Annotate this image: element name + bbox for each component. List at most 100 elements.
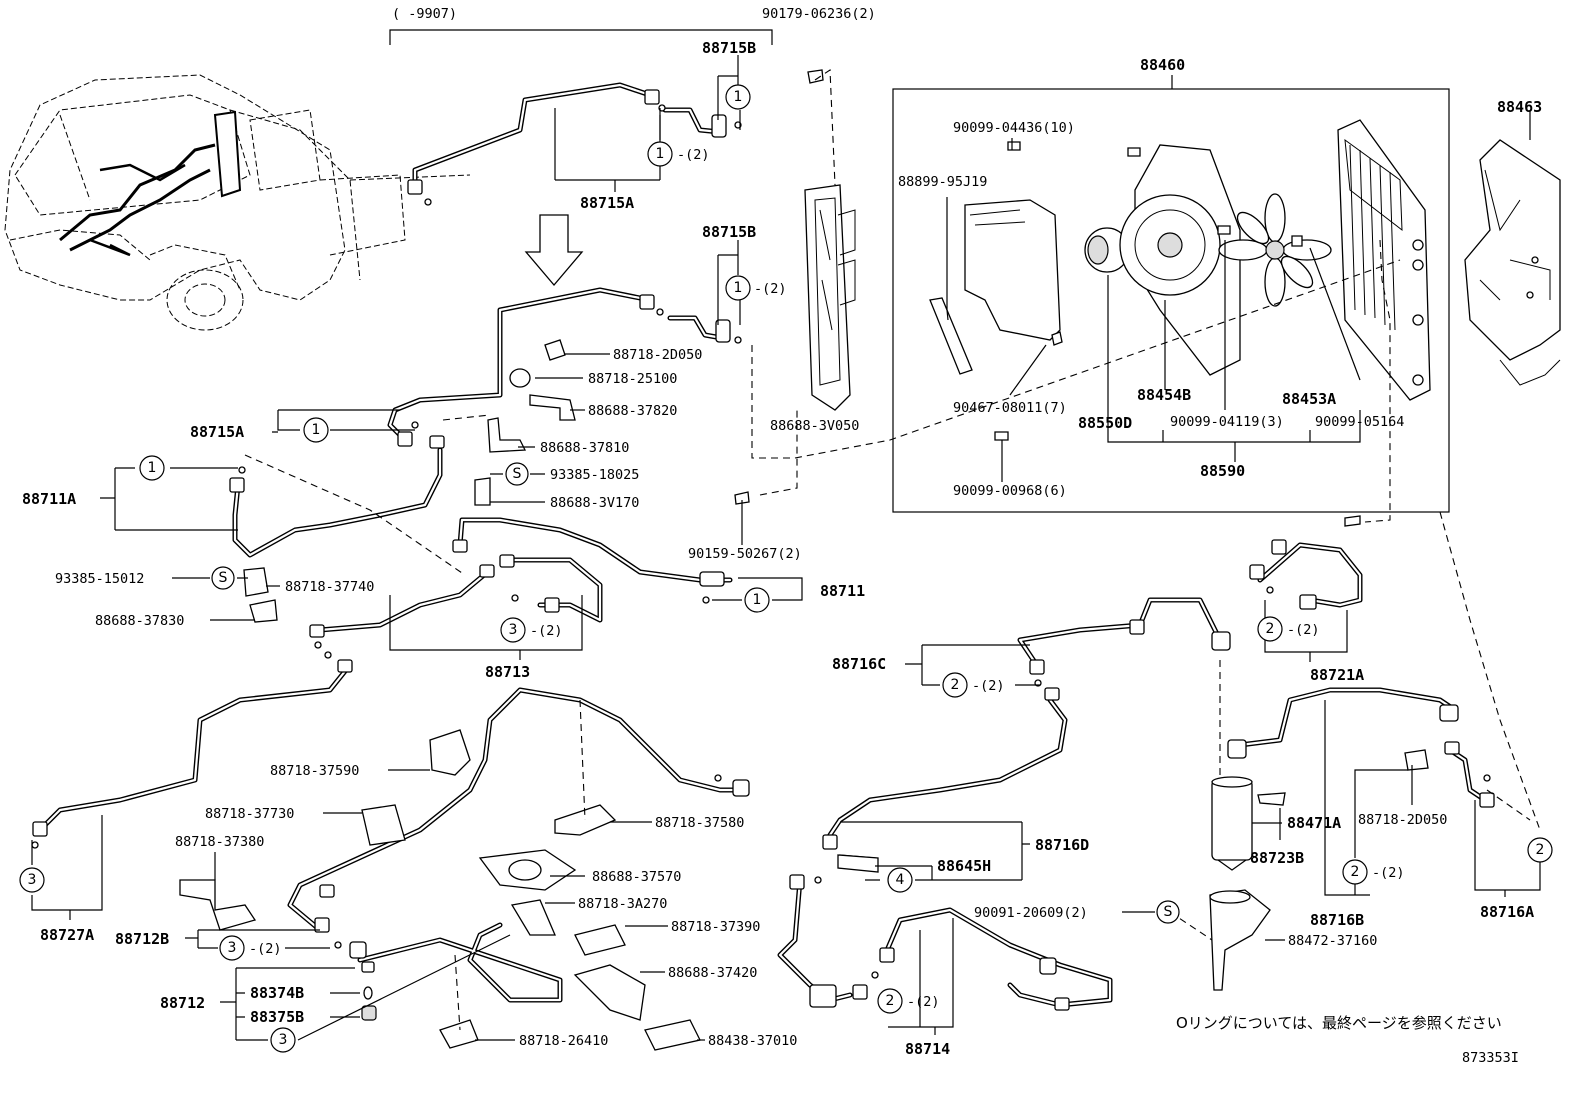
callout-1-mid-a: 1 -(2) bbox=[725, 275, 787, 301]
label-88899-95J19: 88899-95J19 bbox=[898, 174, 987, 190]
variant-bracket: ( -9907) bbox=[389, 6, 773, 45]
label-90091-20609: 90091-20609(2) bbox=[974, 905, 1088, 921]
label-88472-37160: 88472-37160 bbox=[1288, 933, 1377, 949]
svg-text:2: 2 bbox=[1536, 842, 1545, 858]
part-labels: 90179-06236(2) 88715B 88715A 88715B 8871… bbox=[22, 6, 1542, 1066]
pipe-88713 bbox=[317, 557, 603, 633]
svg-text:-(2): -(2) bbox=[1287, 622, 1320, 638]
label-88471A: 88471A bbox=[1287, 814, 1341, 832]
svg-text:2: 2 bbox=[886, 993, 895, 1009]
svg-text:-(2): -(2) bbox=[754, 281, 787, 297]
label-88688-37820: 88688-37820 bbox=[588, 403, 677, 419]
pressure-switch bbox=[837, 854, 879, 873]
label-88718-37740: 88718-37740 bbox=[285, 579, 374, 595]
label-88716C: 88716C bbox=[832, 655, 886, 673]
svg-text:1: 1 bbox=[734, 89, 743, 105]
label-88688-3V050: 88688-3V050 bbox=[770, 418, 859, 434]
label-88718-26410: 88718-26410 bbox=[519, 1033, 608, 1049]
label-88688-37420: 88688-37420 bbox=[668, 965, 757, 981]
callout-circles: 1 1-(2) 1-(2) 1 1 1 S S 3-(2) 3 3-(2) 3 … bbox=[19, 84, 1553, 1053]
label-88550D: 88550D bbox=[1078, 414, 1132, 432]
callout-s-93385-15012: S bbox=[211, 566, 235, 590]
callout-s-90091: S bbox=[1156, 900, 1180, 924]
svg-text:S: S bbox=[1164, 904, 1173, 920]
truck-illustration bbox=[4, 74, 471, 331]
callout-1-88711: 1 bbox=[744, 587, 770, 613]
fan-assembly bbox=[929, 119, 1431, 441]
label-88718-37580: 88718-37580 bbox=[655, 815, 744, 831]
label-88712B: 88712B bbox=[115, 930, 169, 948]
svg-text:1: 1 bbox=[148, 460, 157, 476]
callout-1-88711A: 1 bbox=[139, 455, 165, 481]
label-88715A-top: 88715A bbox=[580, 194, 634, 212]
svg-text:1: 1 bbox=[753, 592, 762, 608]
receiver-bracket bbox=[1209, 889, 1271, 991]
bolt-90159 bbox=[734, 491, 750, 505]
svg-text:3: 3 bbox=[228, 940, 237, 956]
pipe-88711 bbox=[457, 517, 733, 583]
svg-text:-(2): -(2) bbox=[972, 678, 1005, 694]
label-90179-06236: 90179-06236(2) bbox=[762, 6, 876, 22]
label-88718-25100: 88718-25100 bbox=[588, 371, 677, 387]
label-90099-00968: 90099-00968(6) bbox=[953, 483, 1067, 499]
label-90467-08011: 90467-08011(7) bbox=[953, 400, 1067, 416]
callout-2-88716C: 2 -(2) bbox=[942, 672, 1005, 698]
label-88718-37390: 88718-37390 bbox=[671, 919, 760, 935]
label-88711A: 88711A bbox=[22, 490, 76, 508]
pipe-88716B bbox=[1237, 687, 1458, 748]
label-88713: 88713 bbox=[485, 663, 530, 681]
clamps bbox=[179, 339, 1429, 1051]
svg-text:-(2): -(2) bbox=[530, 623, 563, 639]
label-88716B: 88716B bbox=[1310, 911, 1364, 929]
callout-3-88713: 3-(2) bbox=[500, 617, 563, 643]
svg-text:3: 3 bbox=[279, 1032, 288, 1048]
label-88727A: 88727A bbox=[40, 926, 94, 944]
receiver-dryer bbox=[1211, 776, 1253, 871]
pipe-88712 bbox=[287, 687, 743, 1003]
label-93385-15012: 93385-15012 bbox=[55, 571, 144, 587]
label-88716A: 88716A bbox=[1480, 903, 1534, 921]
label-88374B: 88374B bbox=[250, 984, 304, 1002]
callout-2-88716A: 2 bbox=[1527, 837, 1553, 863]
label-88723B: 88723B bbox=[1250, 849, 1304, 867]
callout-s-93385-18025: S bbox=[505, 462, 529, 486]
callout-3-88712: 3 bbox=[270, 1027, 296, 1053]
label-88463: 88463 bbox=[1497, 98, 1542, 116]
svg-text:4: 4 bbox=[896, 872, 905, 888]
callout-4-88645H: 4 bbox=[887, 867, 913, 893]
leader-lines bbox=[31, 55, 1541, 1041]
callout-3-88727A: 3 bbox=[19, 867, 45, 893]
label-88711: 88711 bbox=[820, 582, 865, 600]
callout-2-88716B: 2-(2) bbox=[1342, 859, 1405, 885]
fittings bbox=[31, 89, 1495, 1011]
label-88718-3A270: 88718-3A270 bbox=[578, 896, 667, 912]
label-88590: 88590 bbox=[1200, 462, 1245, 480]
svg-text:3: 3 bbox=[28, 872, 37, 888]
pipe-88711A bbox=[232, 447, 443, 558]
pipe-88721A bbox=[1257, 542, 1363, 608]
label-88718-2D050-right: 88718-2D050 bbox=[1358, 812, 1447, 828]
svg-text:2: 2 bbox=[1351, 864, 1360, 880]
svg-text:-(2): -(2) bbox=[677, 147, 710, 163]
pipe-88716C bbox=[827, 597, 1223, 838]
part-88375B bbox=[361, 1005, 377, 1021]
callout-1-mid-b: 1 bbox=[303, 417, 329, 443]
label-88715B-top: 88715B bbox=[702, 39, 756, 57]
label-90099-04119: 90099-04119(3) bbox=[1170, 414, 1284, 430]
svg-text:S: S bbox=[219, 570, 228, 586]
label-88715A-mid: 88715A bbox=[190, 423, 244, 441]
label-88453A: 88453A bbox=[1282, 390, 1336, 408]
svg-text:1: 1 bbox=[734, 280, 743, 296]
svg-text:2: 2 bbox=[1266, 621, 1275, 637]
svg-text:-(2): -(2) bbox=[249, 941, 282, 957]
callout-1-top-a: 1 bbox=[725, 84, 751, 110]
label-88688-3V170: 88688-3V170 bbox=[550, 495, 639, 511]
part-88374B bbox=[363, 986, 373, 1000]
callout-1-top-b: 1-(2) bbox=[647, 141, 710, 167]
svg-text:2: 2 bbox=[951, 677, 960, 693]
label-88716D: 88716D bbox=[1035, 836, 1089, 854]
label-88688-37830: 88688-37830 bbox=[95, 613, 184, 629]
label-88375B: 88375B bbox=[250, 1008, 304, 1026]
callout-2-88721A: 2 -(2) bbox=[1257, 616, 1320, 642]
